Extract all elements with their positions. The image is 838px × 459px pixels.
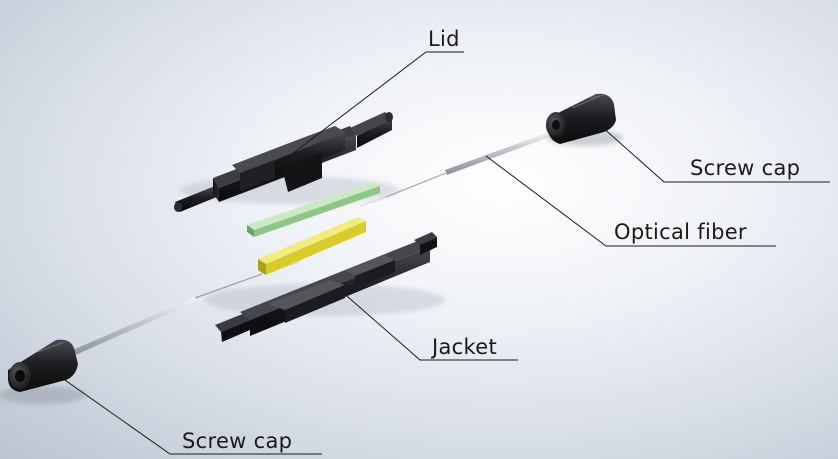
green-alignment-strip [247,182,380,237]
label-jacket: Jacket [432,335,497,359]
leader-screw-cap-right [591,117,830,183]
label-lid: Lid [428,27,460,51]
yellow-alignment-strip [258,217,366,275]
screw-cap-left [0,339,86,404]
leader-lines [61,51,830,455]
label-optical-fiber: Optical fiber [614,220,747,244]
leader-optical-fiber [485,155,776,247]
screw-cap-right [546,93,623,146]
lid-part [174,112,400,212]
label-screw-cap-right: Screw cap [690,156,801,180]
leader-lid [291,51,464,155]
jacket-part [205,232,445,342]
leader-jacket [339,289,518,361]
label-screw-cap-left: Screw cap [182,429,293,453]
leader-screw-cap-left [61,377,322,455]
